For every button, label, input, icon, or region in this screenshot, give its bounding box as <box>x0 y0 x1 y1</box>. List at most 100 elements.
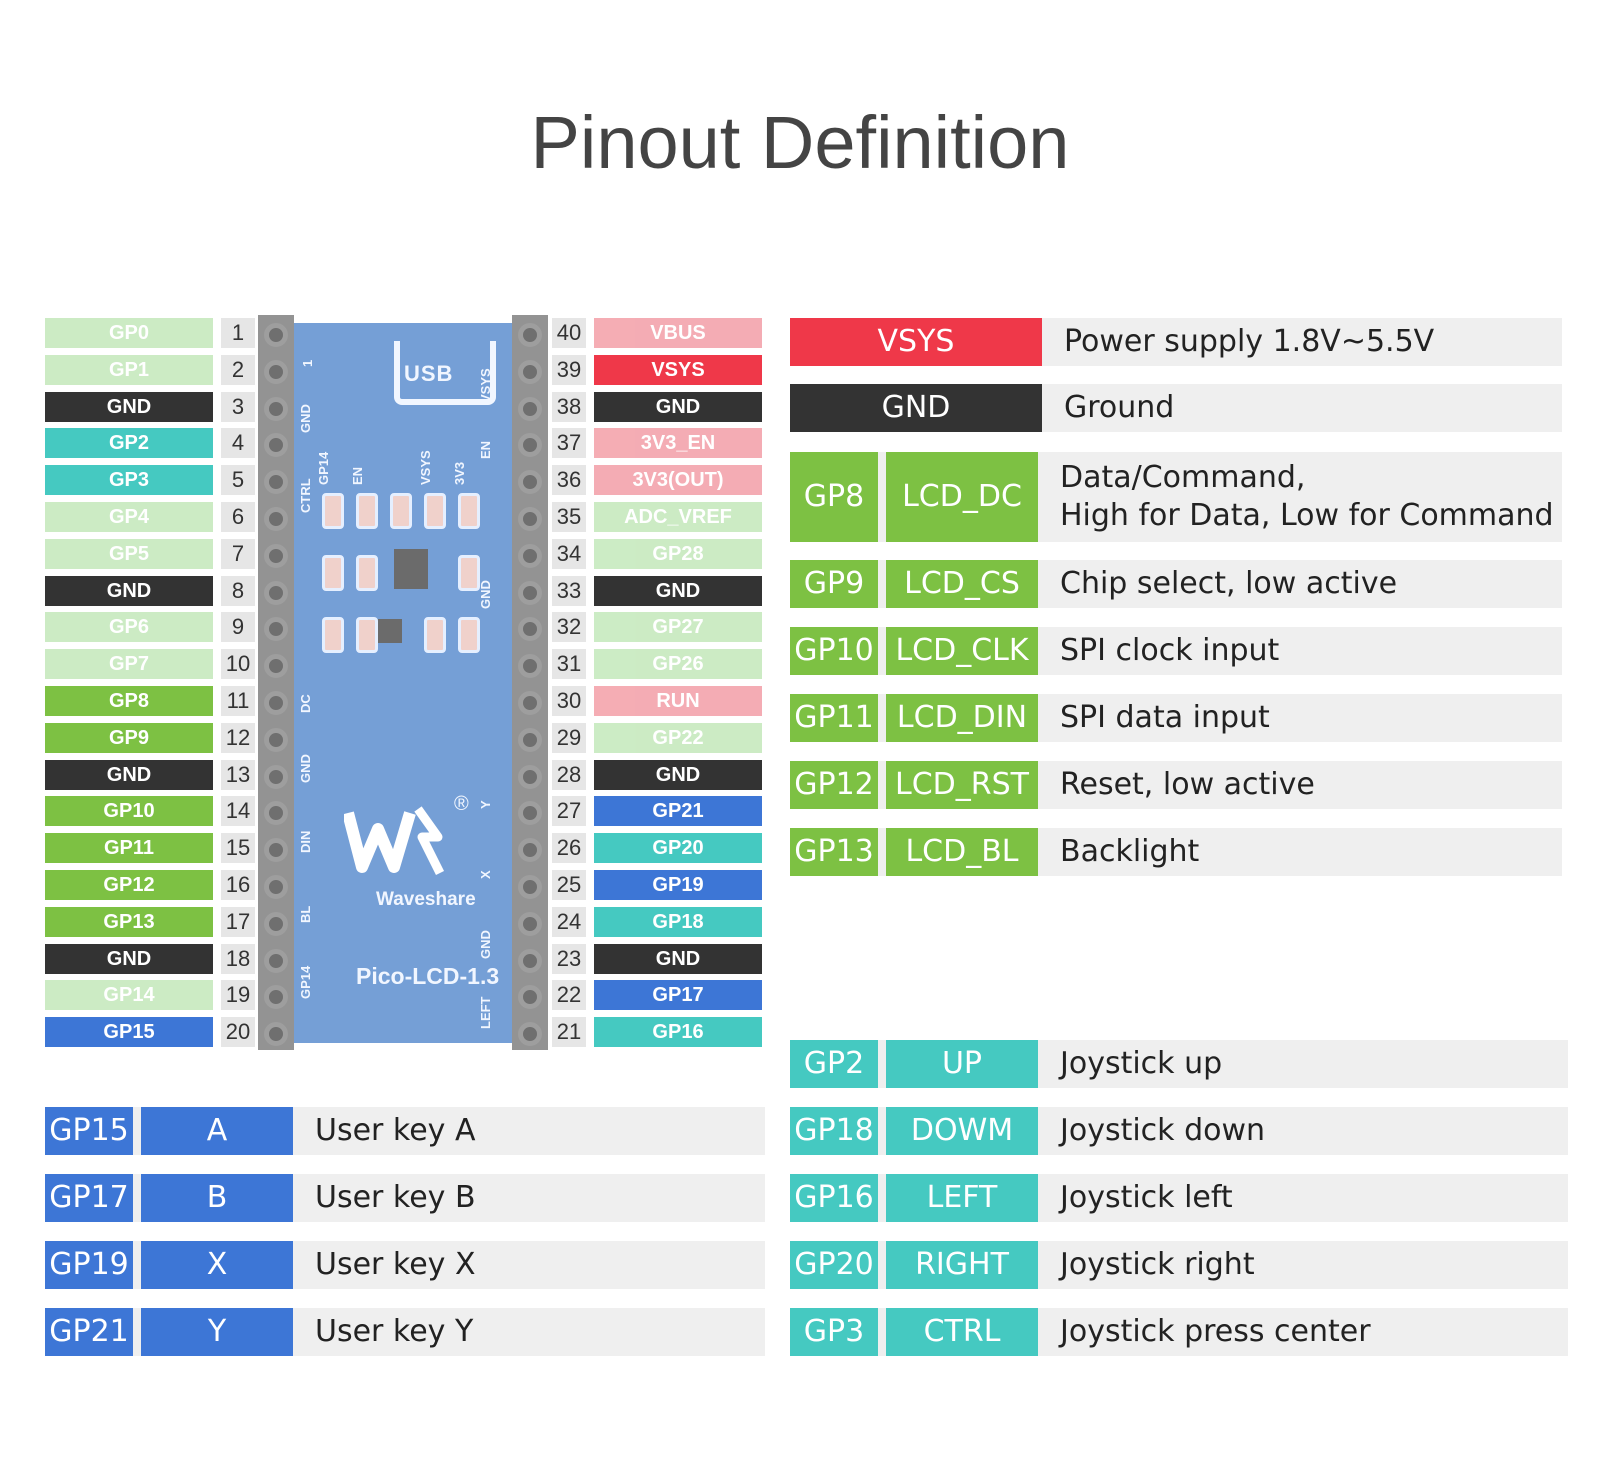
pin-label: VSYS <box>594 354 762 385</box>
function-cell: LEFT <box>886 1174 1038 1222</box>
description: Joystick right <box>1060 1247 1255 1282</box>
capacitor <box>356 617 378 653</box>
pin-label: GP21 <box>594 796 762 827</box>
header-pad <box>518 359 542 384</box>
function-cell: LCD_CLK <box>886 627 1038 675</box>
gpio-cell: GP18 <box>790 1107 878 1155</box>
pin-label: GP0 <box>45 318 213 348</box>
header-pad <box>264 507 288 531</box>
gpio-cell: GP9 <box>790 560 878 608</box>
gpio-cell: GP16 <box>790 1174 878 1222</box>
pin-number: 36 <box>552 465 586 496</box>
header-pad <box>518 507 542 531</box>
pin-number: 25 <box>552 870 586 900</box>
header-pad <box>518 580 542 605</box>
pin-label: GP26 <box>594 649 762 680</box>
def-row-power: VSYS Power supply 1.8V~5.5V <box>790 318 1562 366</box>
pin-label: GP13 <box>45 906 213 937</box>
pin-number: 4 <box>221 428 255 459</box>
pin-number: 9 <box>221 612 255 643</box>
gpio-cell: GP20 <box>790 1241 878 1289</box>
pin-number: 21 <box>552 1017 586 1048</box>
description: Reset, low active <box>1060 767 1315 802</box>
description: SPI data input <box>1060 700 1270 735</box>
function-cell: X <box>141 1241 293 1289</box>
resistor <box>356 493 378 529</box>
pin-number: 14 <box>221 796 255 827</box>
pin-row: GND 8 <box>45 575 255 606</box>
gpio-cell: GP19 <box>45 1241 133 1289</box>
description-line-2: High for Data, Low for Command <box>1060 498 1554 533</box>
header-pad <box>518 323 542 347</box>
pin-number: 6 <box>221 502 255 532</box>
pin-number: 8 <box>221 575 255 606</box>
function-cell: A <box>141 1107 293 1155</box>
description: User key X <box>315 1247 476 1282</box>
pin-number: 30 <box>552 686 586 716</box>
def-row-power: GND Ground <box>790 384 1562 432</box>
description: Joystick press center <box>1060 1314 1371 1349</box>
header-pad <box>264 470 288 495</box>
pin-number: 35 <box>552 502 586 532</box>
description: Chip select, low active <box>1060 566 1398 601</box>
description: SPI clock input <box>1060 633 1280 668</box>
function-cell: CTRL <box>886 1308 1038 1356</box>
header-pad <box>264 396 288 421</box>
pin-label: GP5 <box>45 538 213 569</box>
function-cell: LCD_RST <box>886 761 1038 809</box>
pin-label: GP19 <box>594 870 762 900</box>
pin-label: GP6 <box>45 612 213 643</box>
capacitor <box>322 555 344 591</box>
pin-number: 33 <box>552 575 586 606</box>
description: User key B <box>315 1180 476 1215</box>
pin-number: 2 <box>221 354 255 385</box>
function-cell: LCD_DIN <box>886 694 1038 742</box>
pin-label: GP15 <box>45 1017 213 1048</box>
capacitor <box>458 555 480 591</box>
header-pad <box>264 617 288 642</box>
usb-label: USB <box>404 361 454 386</box>
resistor <box>424 493 446 529</box>
capacitor <box>322 617 344 653</box>
pin-label: GND <box>45 575 213 606</box>
pin-number: 32 <box>552 612 586 643</box>
pin-label: GP16 <box>594 1017 762 1048</box>
pin-label: GP17 <box>594 980 762 1011</box>
header-pad <box>264 985 288 1010</box>
pin-number: 24 <box>552 906 586 937</box>
pin-label: RUN <box>594 686 762 716</box>
pcb-board: USB 1 CTRL GP14 EN VSYS 3V3 GND DC GND D… <box>294 323 512 1043</box>
pin-number: 29 <box>552 722 586 753</box>
pin-label: GND <box>45 391 213 422</box>
pin-number: 34 <box>552 538 586 569</box>
header-pad <box>264 838 288 863</box>
header-pad <box>264 543 288 568</box>
pin-number: 11 <box>221 686 255 716</box>
pin-label: GP3 <box>45 465 213 496</box>
resistor <box>458 493 480 529</box>
capacitor <box>458 617 480 653</box>
pin-label: GP20 <box>594 833 762 864</box>
header-pad <box>518 875 542 899</box>
